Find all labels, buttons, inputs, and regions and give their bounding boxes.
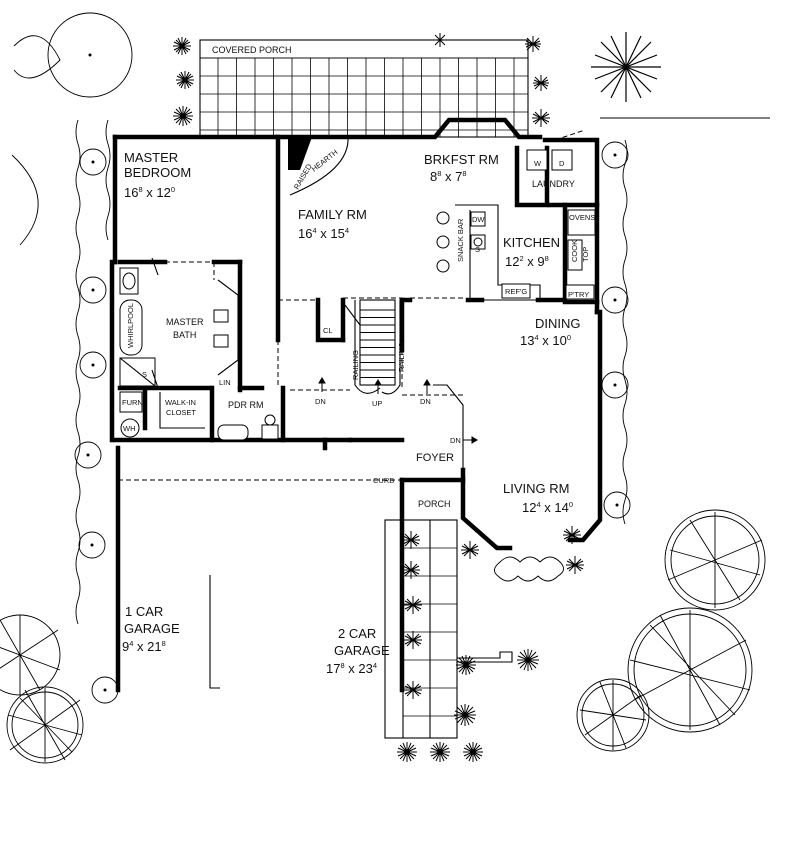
snack-bar-label: SNACK BAR [456, 218, 465, 262]
fireplace [288, 137, 312, 170]
dn-arrows [318, 377, 478, 444]
closet-label: CL [323, 326, 333, 335]
garage-2-label: 2 CAR GARAGE 178 x 234 [326, 626, 390, 676]
refrigerator-label: REF'G [505, 287, 527, 296]
svg-text:BEDROOM: BEDROOM [124, 165, 191, 180]
svg-text:CLOSET: CLOSET [166, 408, 196, 417]
walk-in-closet-label: WALK-IN CLOSET [165, 398, 196, 417]
pantry-label: P'TRY [568, 290, 589, 299]
svg-text:HEARTH: HEARTH [310, 148, 340, 174]
sink-label: S [475, 245, 480, 254]
svg-text:RAILING: RAILING [351, 350, 360, 380]
svg-text:164 x 154: 164 x 154 [298, 226, 349, 241]
family-room-label: FAMILY RM 164 x 154 [298, 207, 367, 241]
shower-label: S [142, 370, 147, 379]
svg-text:W: W [534, 159, 542, 168]
covered-porch [199, 39, 529, 138]
svg-text:2 CAR: 2 CAR [338, 626, 376, 641]
raised-hearth [289, 136, 349, 196]
bath-fixtures [119, 257, 279, 441]
linen-label: LIN [219, 378, 231, 387]
trees-bottom-left [0, 614, 84, 764]
furnace-label: FURN [122, 398, 143, 407]
interior-walls [117, 134, 600, 483]
svg-text:GARAGE: GARAGE [124, 621, 180, 636]
porch-label: PORCH [418, 499, 451, 509]
svg-text:1 CAR: 1 CAR [125, 604, 163, 619]
dining-label: DINING 134 x 100 [520, 316, 581, 348]
foyer-label: FOYER [416, 452, 454, 464]
laundry-appliances [526, 149, 573, 171]
svg-text:88 x 78: 88 x 78 [430, 169, 467, 184]
whirlpool-label: WHIRLPOOL [126, 303, 135, 348]
svg-text:KITCHEN: KITCHEN [503, 235, 560, 250]
svg-text:LAUNDRY: LAUNDRY [532, 179, 575, 189]
dn-labels: DN DN DN [315, 397, 461, 445]
kitchen-counter [436, 204, 596, 301]
svg-text:DINING: DINING [535, 316, 581, 331]
svg-text:MASTER: MASTER [124, 150, 178, 165]
flower-bed [494, 556, 564, 582]
svg-text:124 x 140: 124 x 140 [522, 500, 573, 515]
svg-text:BRKFST RM: BRKFST RM [424, 152, 499, 167]
breakfast-room-label: BRKFST RM 88 x 78 [424, 152, 499, 184]
trees-bottom-right [576, 509, 766, 752]
garage-door-stop [209, 575, 220, 689]
powder-room-label: PDR RM [228, 400, 264, 410]
svg-text:178 x 234: 178 x 234 [326, 661, 377, 676]
svg-text:122 x 98: 122 x 98 [505, 254, 549, 269]
svg-text:WALK-IN: WALK-IN [165, 398, 196, 407]
svg-text:DN: DN [315, 397, 326, 406]
svg-text:RAILING: RAILING [397, 342, 406, 372]
foyer-angled-wall [433, 384, 464, 470]
svg-text:D: D [559, 159, 565, 168]
kitchen-label: KITCHEN 122 x 98 [503, 235, 560, 269]
svg-text:BATH: BATH [173, 330, 196, 340]
cooktop-label-2: TOP [581, 247, 590, 262]
svg-text:DN: DN [450, 436, 461, 445]
master-bath-label: MASTER BATH [166, 317, 204, 340]
svg-text:134 x 100: 134 x 100 [520, 333, 571, 348]
cooktop-label-1: COOK [570, 240, 579, 262]
tree-top-right [591, 32, 661, 102]
dashed-openings [118, 129, 586, 518]
curb-label: CURB [373, 476, 394, 485]
svg-text:GARAGE: GARAGE [334, 643, 390, 658]
ovens-label: OVENS [569, 213, 595, 222]
dw-label: DW [472, 215, 485, 224]
covered-porch-label: COVERED PORCH [212, 45, 292, 55]
svg-text:MASTER: MASTER [166, 317, 204, 327]
living-room-label: LIVING RM 124 x 140 [503, 481, 573, 515]
svg-text:FAMILY RM: FAMILY RM [298, 207, 367, 222]
master-bedroom-label: MASTER BEDROOM 168 x 120 [124, 150, 191, 200]
svg-text:UP: UP [372, 399, 382, 408]
svg-text:DN: DN [420, 397, 431, 406]
tree-top-left [11, 12, 133, 246]
water-heater-label: WH [123, 424, 136, 433]
svg-text:LIVING RM: LIVING RM [503, 481, 569, 496]
garage-1-label: 1 CAR GARAGE 94 x 218 [122, 604, 180, 654]
svg-text:94 x 218: 94 x 218 [122, 639, 166, 654]
svg-text:168 x 120: 168 x 120 [124, 185, 175, 200]
stair-labels: RAILING RAILING UP [351, 342, 406, 408]
laundry-label: W D LAUNDRY [532, 159, 575, 189]
hedge-right [600, 117, 770, 525]
starburst-shrubs [173, 33, 584, 762]
